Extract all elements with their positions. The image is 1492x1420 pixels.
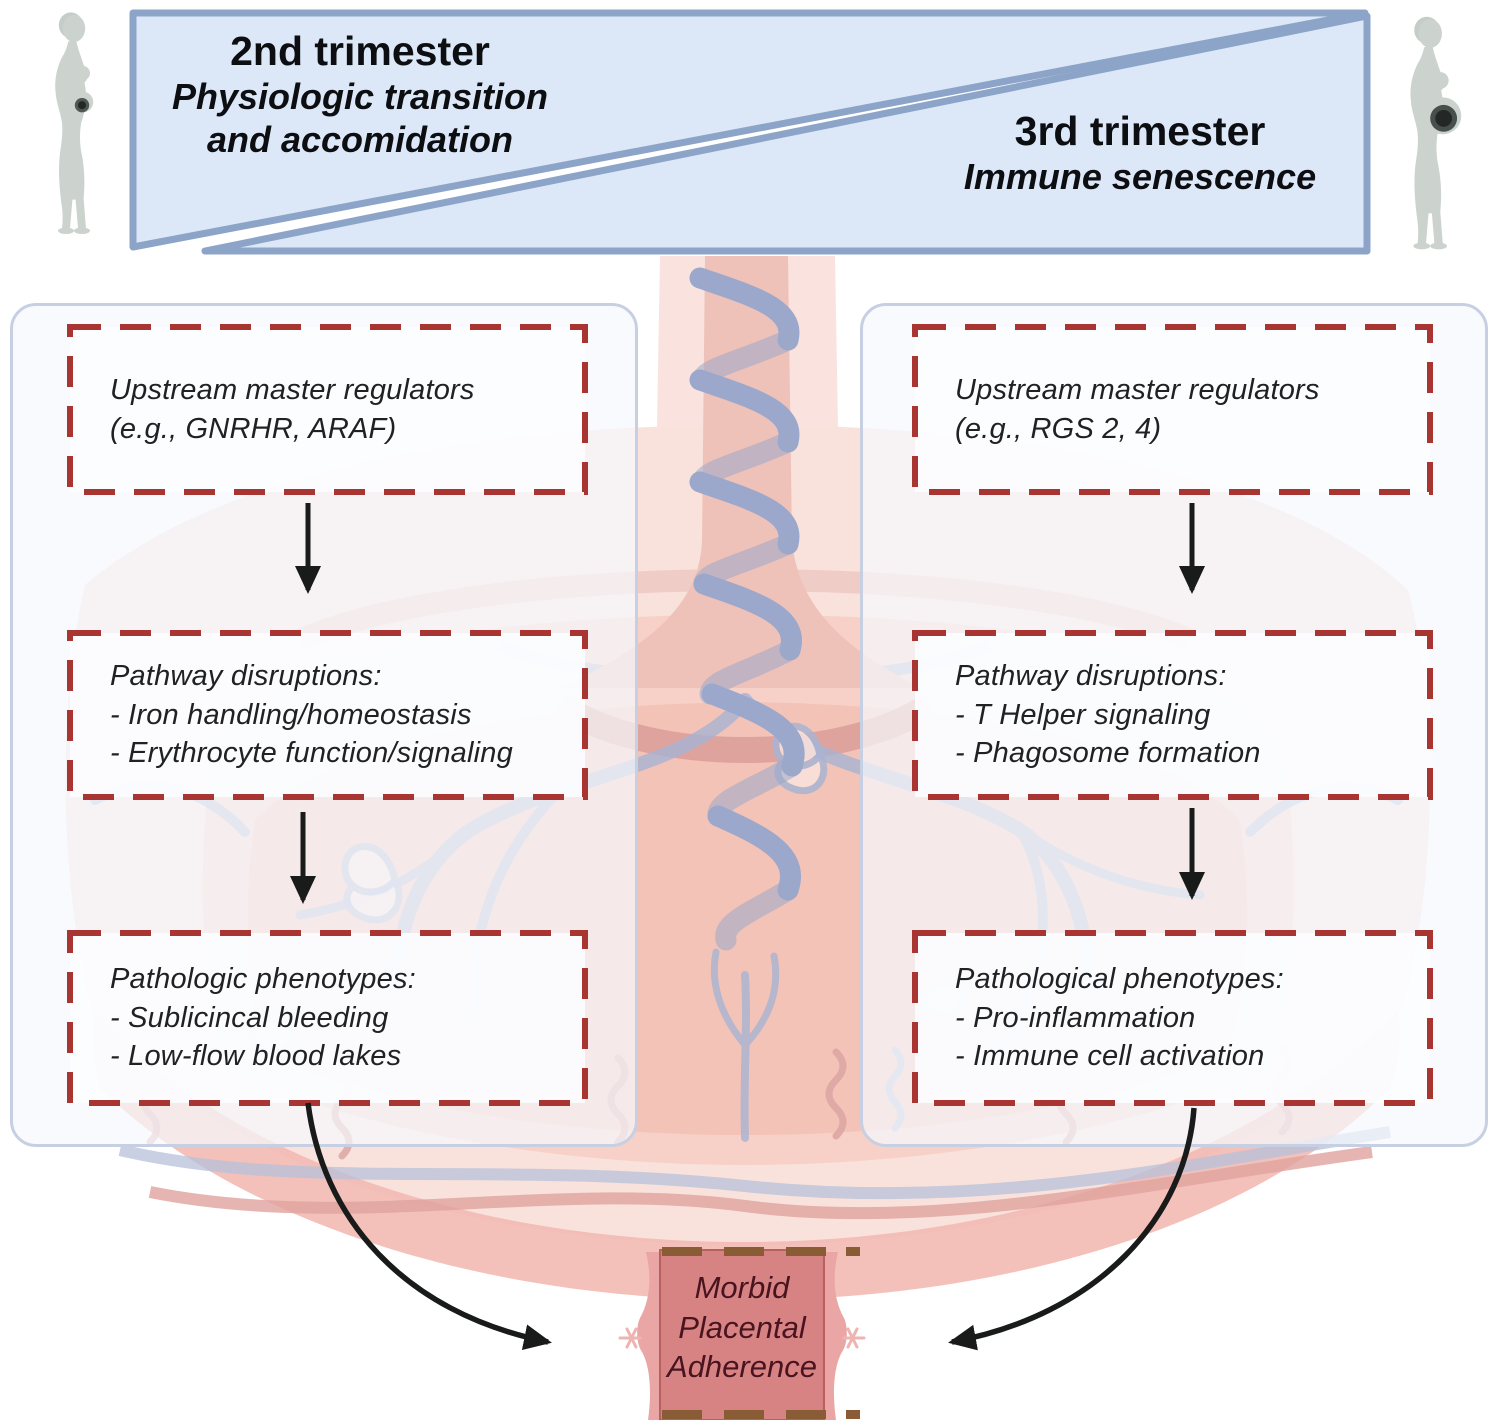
right-phenotype-box: Pathological phenotypes: - Pro-inflammat… — [915, 933, 1430, 1103]
left-upstream-box-border — [67, 324, 588, 495]
right-pathway-box-border — [912, 630, 1433, 800]
third-trimester-label-block: 3rd trimester Immune senescence — [930, 108, 1350, 198]
outcome-line-1: Morbid — [694, 1270, 790, 1305]
second-trimester-title: 2nd trimester — [230, 28, 490, 74]
pregnant-woman-profile-early-icon — [55, 12, 94, 234]
right-pathway-line-3: - Phagosome formation — [955, 737, 1261, 770]
left-upstream-line-2: (e.g., GNRHR, ARAF) — [110, 412, 397, 445]
third-trimester-subtitle: Immune senescence — [963, 156, 1317, 198]
left-phenotype-line-2: - Sublicincal bleeding — [110, 1001, 389, 1034]
burst-icon — [618, 1327, 866, 1349]
left-phenotype-box-border — [67, 930, 588, 1106]
left-phenotype-box: Pathologic phenotypes: - Sublicincal ble… — [70, 933, 585, 1103]
left-pathway-line-1: Pathway disruptions: — [110, 659, 382, 692]
right-upstream-line-1: Upstream master regulators — [955, 373, 1320, 406]
right-pathway-line-1: Pathway disruptions: — [955, 659, 1227, 692]
banner-3rd-trimester-triangle — [201, 12, 1371, 255]
second-trimester-subtitle-1: Physiologic transition — [171, 76, 549, 118]
outcome-dashes — [662, 1247, 860, 1419]
adherent-vessel-icon — [618, 1247, 866, 1420]
second-trimester-label-block: 2nd trimester Physiologic transition and… — [150, 28, 570, 162]
left-pathway-box-border — [67, 630, 588, 800]
left-phenotype-line-1: Pathologic phenotypes: — [110, 962, 416, 995]
basal-plate-band — [93, 1010, 1400, 1300]
second-trimester-subtitle-2: and accomidation — [206, 119, 514, 161]
left-upstream-box: Upstream master regulators (e.g., GNRHR,… — [70, 327, 585, 492]
banner-2nd-trimester-triangle — [129, 9, 1369, 251]
right-upstream-box-border — [912, 324, 1433, 495]
left-pathway-line-3: - Erythrocyte function/signaling — [110, 737, 513, 770]
right-phenotype-line-3: - Immune cell activation — [955, 1040, 1265, 1073]
outcome-line-2: Placental — [678, 1309, 806, 1345]
trimester-banner — [128, 8, 1372, 256]
left-phenotype-line-3: - Low-flow blood lakes — [110, 1040, 402, 1073]
left-pathway-box: Pathway disruptions: - Iron handling/hom… — [70, 633, 585, 797]
outcome-label: Morbid Placental Adherence — [648, 1268, 836, 1387]
right-phenotype-line-2: - Pro-inflammation — [955, 1001, 1196, 1034]
left-upstream-line-1: Upstream master regulators — [110, 373, 475, 406]
pregnant-woman-profile-late-icon — [1410, 16, 1462, 250]
right-upstream-line-2: (e.g., RGS 2, 4) — [955, 412, 1162, 445]
outcome-line-3: Adherence — [667, 1349, 817, 1385]
umbilical-cord-helix — [689, 267, 805, 951]
right-phenotype-box-border — [912, 930, 1433, 1106]
right-phenotype-line-1: Pathological phenotypes: — [955, 962, 1284, 995]
right-pathway-box: Pathway disruptions: - T Helper signalin… — [915, 633, 1430, 797]
left-pathway-line-2: - Iron handling/homeostasis — [110, 698, 472, 731]
vessel-blue-bottom — [118, 1126, 1391, 1200]
curved-arrow-left-icon — [948, 1107, 1197, 1351]
right-upstream-box: Upstream master regulators (e.g., RGS 2,… — [915, 327, 1430, 492]
right-pathway-line-2: - T Helper signaling — [955, 698, 1211, 731]
third-trimester-title: 3rd trimester — [1014, 108, 1266, 154]
curved-arrow-right-icon — [305, 1102, 552, 1350]
